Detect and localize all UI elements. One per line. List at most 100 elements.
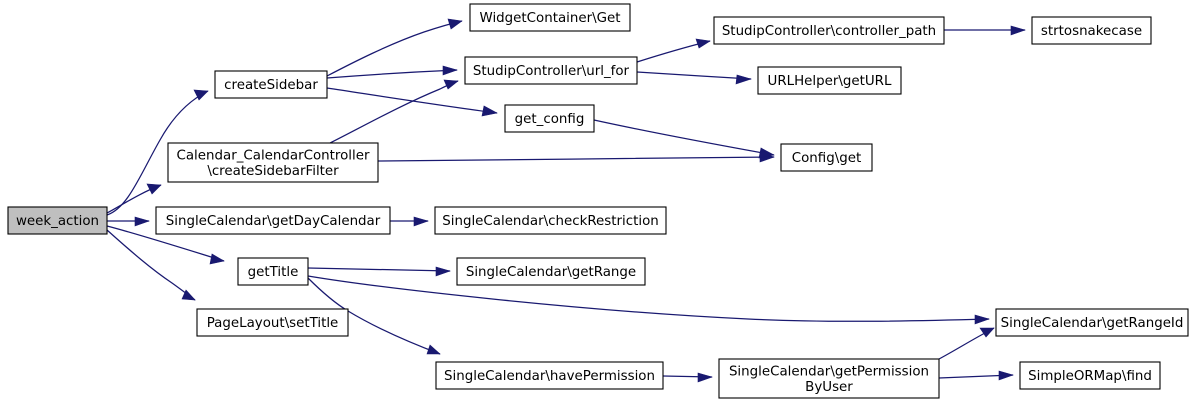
node-label: SingleCalendar\getPermission (729, 364, 929, 379)
arrowhead-icon (758, 147, 775, 159)
arrowhead-icon (181, 289, 196, 301)
node-label: SingleCalendar\checkRestriction (442, 214, 659, 229)
edge-line (106, 225, 225, 262)
edge-line (636, 71, 752, 80)
call-edge-week_action-to-calCtrlFilter (106, 183, 162, 214)
call-edge-getConfig-to-configGet (593, 119, 775, 159)
node-box[interactable] (237, 257, 309, 286)
call-edge-week_action-to-getDayCalendar (107, 216, 150, 227)
arrowhead-icon (695, 38, 711, 49)
node-box[interactable] (504, 104, 595, 133)
edge-line (326, 69, 458, 79)
edge-line (329, 80, 459, 144)
graph-node-getDayCalendar[interactable]: SingleCalendar\getDayCalendar (155, 206, 391, 235)
edge-line (307, 277, 441, 355)
node-label: SingleCalendar\havePermission (444, 369, 655, 384)
arrowhead-icon (998, 370, 1014, 381)
arrowhead-icon (209, 253, 225, 265)
node-label: SingleCalendar\getRange (466, 265, 636, 280)
node-box[interactable] (469, 3, 631, 32)
graph-node-strtosnakecase[interactable]: strtosnakecase (1031, 16, 1152, 45)
node-box[interactable] (434, 206, 667, 235)
graph-node-getConfig[interactable]: get_config (504, 104, 595, 133)
call-edge-createSidebar-to-urlFor (326, 65, 458, 79)
graph-node-widgetContainerGet[interactable]: WidgetContainer\Get (469, 3, 631, 32)
graph-node-getRange[interactable]: SingleCalendar\getRange (456, 257, 646, 286)
graph-node-simpleORMapFind[interactable]: SimpleORMap\find (1019, 361, 1161, 390)
call-edge-urlFor-to-getURL (636, 71, 753, 85)
node-box[interactable] (7, 206, 108, 235)
graph-node-urlFor[interactable]: StudipController\url_for (464, 56, 638, 85)
node-box[interactable] (167, 142, 379, 183)
node-box[interactable] (757, 66, 902, 95)
edge-line (307, 275, 990, 322)
node-label: week_action (16, 214, 99, 229)
edge-line (593, 119, 775, 156)
call-edge-week_action-to-getTitle (106, 225, 225, 265)
node-label: PageLayout\setTitle (207, 316, 339, 331)
edge-line (326, 87, 498, 114)
call-edge-getDayCalendar-to-checkRestriction (390, 216, 429, 227)
node-label: SingleCalendar\getDayCalendar (166, 214, 381, 229)
graph-node-getRangeId[interactable]: SingleCalendar\getRangeId (995, 308, 1189, 337)
graph-node-createSidebar[interactable]: createSidebar (214, 70, 328, 99)
call-edge-createSidebar-to-getConfig (326, 87, 498, 117)
call-edge-week_action-to-setTitle (106, 229, 196, 301)
edge-line (377, 156, 775, 162)
node-box[interactable] (435, 361, 664, 390)
graph-node-checkRestriction[interactable]: SingleCalendar\checkRestriction (434, 206, 667, 235)
call-edge-getTitle-to-havePermission (307, 277, 441, 355)
graph-node-getTitle[interactable]: getTitle (237, 257, 309, 286)
graph-node-week_action[interactable]: week_action (7, 206, 108, 235)
graph-node-calCtrlFilter[interactable]: Calendar_CalendarController\createSideba… (167, 142, 379, 183)
arrowhead-icon (443, 79, 459, 90)
node-label: Config\get (792, 151, 861, 166)
arrowhead-icon (447, 18, 463, 30)
arrowhead-icon (697, 372, 713, 383)
graph-node-configGet[interactable]: Config\get (780, 143, 873, 172)
node-box[interactable] (1031, 16, 1152, 45)
call-edge-getTitle-to-getRange (307, 266, 451, 277)
node-box[interactable] (464, 56, 638, 85)
node-box[interactable] (196, 308, 349, 337)
node-label: getTitle (248, 265, 299, 280)
node-box[interactable] (713, 16, 945, 45)
node-box[interactable] (1019, 361, 1161, 390)
node-label: createSidebar (224, 78, 318, 93)
node-box[interactable] (718, 358, 940, 399)
call-edge-getTitle-to-getRangeId (307, 275, 990, 325)
arrowhead-icon (979, 327, 995, 338)
graph-node-setTitle[interactable]: PageLayout\setTitle (196, 308, 349, 337)
arrowhead-icon (435, 266, 451, 277)
call-edge-controllerPath-to-strtosnakecase (944, 25, 1026, 36)
graph-node-getURL[interactable]: URLHelper\getURL (757, 66, 902, 95)
node-label: SingleCalendar\getRangeId (1001, 316, 1184, 331)
node-label: get_config (515, 112, 585, 127)
graph-node-havePermission[interactable]: SingleCalendar\havePermission (435, 361, 664, 390)
arrowhead-icon (146, 183, 162, 195)
node-label: SimpleORMap\find (1028, 369, 1152, 384)
node-label: ByUser (805, 380, 853, 395)
call-edge-getPermByUser-to-simpleORMapFind (938, 370, 1014, 381)
node-label: WidgetContainer\Get (480, 11, 621, 26)
node-label: URLHelper\getURL (768, 74, 892, 89)
arrowhead-icon (413, 216, 429, 227)
call-edge-calCtrlFilter-to-urlFor (329, 79, 459, 144)
arrowhead-icon (974, 314, 990, 325)
node-box[interactable] (456, 257, 646, 286)
node-box[interactable] (155, 206, 391, 235)
node-box[interactable] (995, 308, 1189, 337)
nodes-layer: week_action createSidebarCalendar_Calenda… (7, 3, 1189, 399)
call-edge-havePermission-to-getPermByUser (662, 372, 713, 383)
edges-layer (106, 18, 1026, 383)
node-box[interactable] (214, 70, 328, 99)
call-edge-getPermByUser-to-getRangeId (938, 327, 995, 360)
arrowhead-icon (481, 105, 498, 117)
node-box[interactable] (780, 143, 873, 172)
edge-line (326, 20, 463, 77)
node-label: Calendar_CalendarController (177, 148, 370, 163)
graph-node-controllerPath[interactable]: StudipController\controller_path (713, 16, 945, 45)
